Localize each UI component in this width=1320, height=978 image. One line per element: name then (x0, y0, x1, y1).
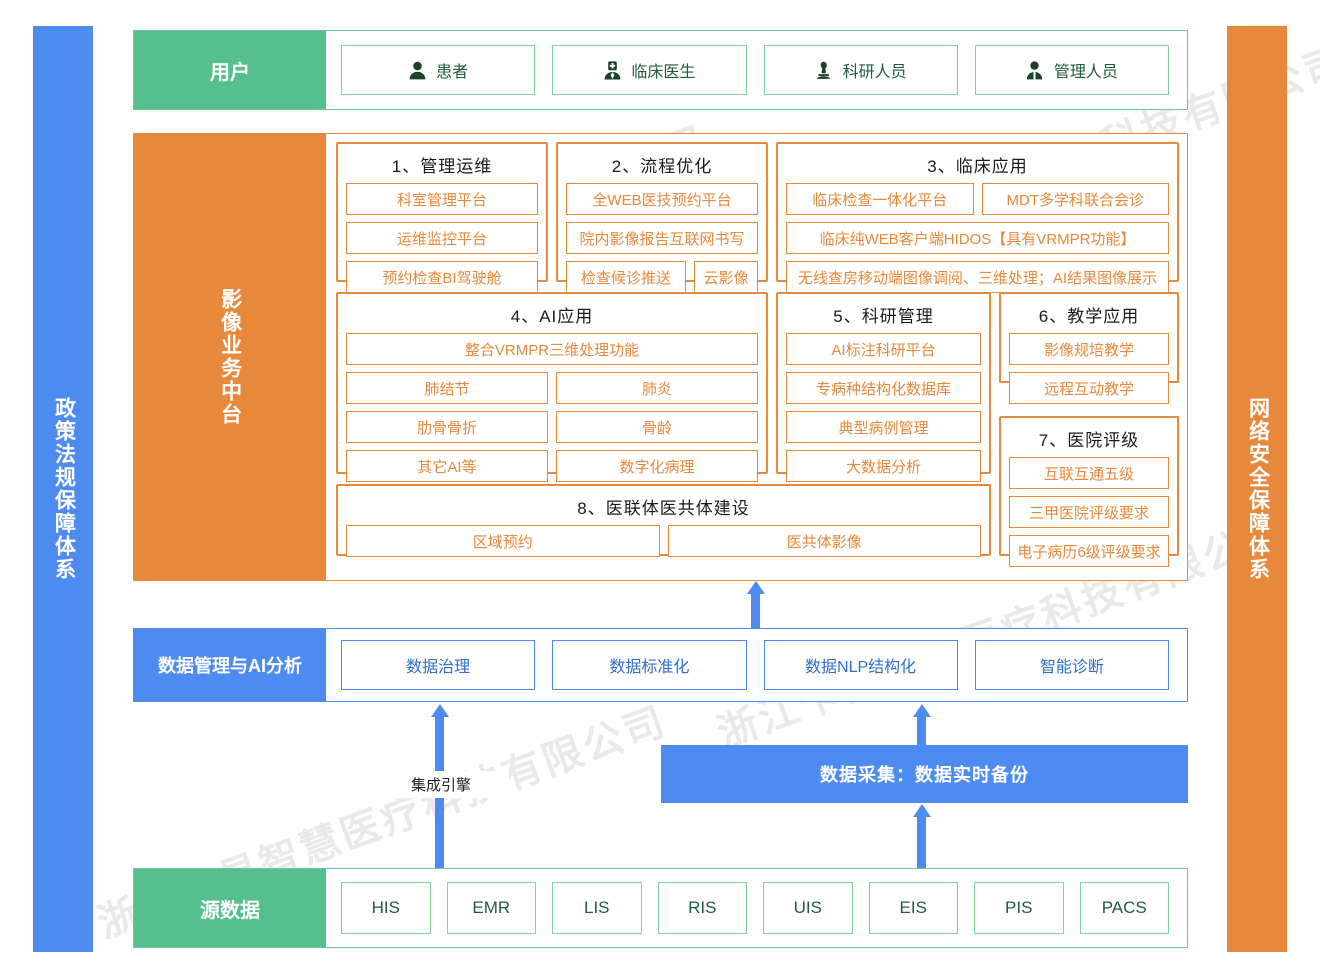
group-title: 6、教学应用 (1038, 307, 1140, 326)
source-chip-pis[interactable]: PIS (974, 882, 1064, 934)
group-clinical-application: 3、临床应用 临床检查一体化平台 MDT多学科联合会诊 临床纯WEB客户端HID… (776, 142, 1179, 293)
image-platform-label: 影像业务中台 (134, 134, 326, 580)
group-management-ops: 1、管理运维 科室管理平台 运维监控平台 预约检查BI驾驶舱 (336, 142, 548, 293)
group-hospital-rating: 7、医院评级 互联互通五级 三甲医院评级要求 电子病历6级评级要求 (999, 416, 1179, 567)
item-chip[interactable]: 云影像 (693, 261, 758, 293)
group-research-management: 5、科研管理 AI标注科研平台 专病种结构化数据库 典型病例管理 大数据分析 (776, 292, 991, 482)
data-management-band: 数据管理与AI分析 数据治理 数据标准化 数据NLP结构化 智能诊断 (133, 628, 1188, 702)
item-chip[interactable]: 其它AI等 (346, 450, 548, 482)
item-chip[interactable]: 电子病历6级评级要求 (1009, 535, 1169, 567)
group-title: 8、医联体医共体建设 (577, 499, 750, 518)
users-list: 患者 临床医生 科研人员 管理人员 (326, 31, 1187, 109)
source-data-label: 源数据 (134, 869, 326, 947)
source-data-list: HIS EMR LIS RIS UIS EIS PIS PACS (326, 869, 1187, 947)
item-chip[interactable]: MDT多学科联合会诊 (981, 183, 1169, 215)
data-chip-intelligent-diagnosis[interactable]: 智能诊断 (974, 640, 1169, 690)
user-chip-label: 管理人员 (1053, 64, 1118, 81)
source-chip-uis[interactable]: UIS (763, 882, 853, 934)
data-chip-nlp[interactable]: 数据NLP结构化 (763, 640, 958, 690)
source-chip-emr[interactable]: EMR (446, 882, 536, 934)
item-chip[interactable]: 检查候诊推送 (566, 261, 686, 293)
item-chip[interactable]: 院内影像报告互联网书写 (566, 222, 758, 254)
group-title: 2、流程优化 (611, 157, 713, 176)
integration-engine-label: 集成引擎 (373, 771, 509, 798)
group-teaching-application: 6、教学应用 影像规培教学 远程互动教学 (999, 292, 1179, 404)
item-chip[interactable]: 三甲医院评级要求 (1009, 496, 1169, 528)
left-policy-sidebar: 政策法规保障体系 (33, 26, 93, 952)
manager-icon (1026, 60, 1044, 80)
item-chip[interactable]: 远程互动教学 (1009, 372, 1169, 404)
user-chip-label: 临床医生 (631, 64, 696, 81)
doctor-icon (603, 60, 621, 80)
data-chip-standardization[interactable]: 数据标准化 (552, 640, 747, 690)
group-title: 1、管理运维 (391, 157, 493, 176)
user-icon (408, 60, 426, 80)
data-collection-label: 数据采集：数据实时备份 (820, 765, 1029, 785)
group-title: 4、AI应用 (510, 307, 594, 326)
item-chip[interactable]: 预约检查BI驾驶舱 (346, 261, 538, 293)
left-sidebar-label: 政策法规保障体系 (52, 397, 76, 581)
item-chip[interactable]: 肋骨骨折 (346, 411, 548, 443)
data-management-list: 数据治理 数据标准化 数据NLP结构化 智能诊断 (326, 629, 1187, 701)
source-chip-his[interactable]: HIS (341, 882, 431, 934)
user-chip-label: 患者 (436, 64, 469, 81)
users-band: 用户 患者 临床医生 科研人员 (133, 30, 1188, 110)
source-chip-lis[interactable]: LIS (552, 882, 642, 934)
image-platform-band: 影像业务中台 1、管理运维 科室管理平台 运维监控平台 预约检查BI驾驶舱 2、… (133, 133, 1188, 581)
item-chip[interactable]: 大数据分析 (786, 450, 981, 482)
right-security-sidebar: 网络安全保障体系 (1227, 26, 1287, 952)
arrow-source-to-collection (917, 815, 926, 868)
group-medical-alliance: 8、医联体医共体建设 区域预约 医共体影像 (336, 484, 991, 557)
item-chip[interactable]: 互联互通五级 (1009, 457, 1169, 489)
image-platform-content: 1、管理运维 科室管理平台 运维监控平台 预约检查BI驾驶舱 2、流程优化 全W… (326, 134, 1187, 580)
data-collection-bar: 数据采集：数据实时备份 (661, 745, 1188, 803)
item-chip[interactable]: 典型病例管理 (786, 411, 981, 443)
users-band-label: 用户 (134, 31, 326, 109)
source-chip-ris[interactable]: RIS (657, 882, 747, 934)
item-chip[interactable]: AI标注科研平台 (786, 333, 981, 365)
item-chip[interactable]: 临床检查一体化平台 (786, 183, 974, 215)
data-management-label: 数据管理与AI分析 (134, 629, 326, 701)
user-chip-patient[interactable]: 患者 (341, 45, 536, 95)
group-title: 7、医院评级 (1038, 431, 1140, 450)
item-chip[interactable]: 数字化病理 (556, 450, 758, 482)
arrow-data-to-platform (751, 592, 760, 628)
right-sidebar-label: 网络安全保障体系 (1246, 397, 1270, 581)
item-chip[interactable]: 区域预约 (346, 525, 660, 557)
item-chip[interactable]: 科室管理平台 (346, 183, 538, 215)
item-chip[interactable]: 专病种结构化数据库 (786, 372, 981, 404)
data-chip-governance[interactable]: 数据治理 (341, 640, 536, 690)
group-ai-application: 4、AI应用 整合VRMPR三维处理功能 肺结节 肺炎 肋骨骨折 骨龄 其它AI… (336, 292, 768, 482)
source-data-band: 源数据 HIS EMR LIS RIS UIS EIS PIS PACS (133, 868, 1188, 948)
item-chip[interactable]: 运维监控平台 (346, 222, 538, 254)
group-title: 3、临床应用 (927, 157, 1028, 176)
user-chip-administrator[interactable]: 管理人员 (974, 45, 1169, 95)
microscope-icon (815, 60, 833, 80)
item-chip[interactable]: 肺结节 (346, 372, 548, 404)
item-chip[interactable]: 全WEB医技预约平台 (566, 183, 758, 215)
group-title: 5、科研管理 (833, 307, 934, 326)
item-chip[interactable]: 影像规培教学 (1009, 333, 1169, 365)
user-chip-clinician[interactable]: 临床医生 (552, 45, 747, 95)
item-chip[interactable]: 无线查房移动端图像调阅、三维处理；AI结果图像展示 (786, 261, 1169, 293)
user-chip-researcher[interactable]: 科研人员 (763, 45, 958, 95)
user-chip-label: 科研人员 (842, 64, 907, 81)
source-chip-eis[interactable]: EIS (868, 882, 958, 934)
item-chip[interactable]: 整合VRMPR三维处理功能 (346, 333, 758, 365)
group-process-optimization: 2、流程优化 全WEB医技预约平台 院内影像报告互联网书写 检查候诊推送 云影像 (556, 142, 768, 293)
item-chip[interactable]: 医共体影像 (667, 525, 981, 557)
item-chip[interactable]: 临床纯WEB客户端HIDOS【具有VRMPR功能】 (786, 222, 1169, 254)
arrow-collection-to-data (917, 715, 926, 745)
source-chip-pacs[interactable]: PACS (1079, 882, 1169, 934)
item-chip[interactable]: 肺炎 (556, 372, 758, 404)
item-chip[interactable]: 骨龄 (556, 411, 758, 443)
